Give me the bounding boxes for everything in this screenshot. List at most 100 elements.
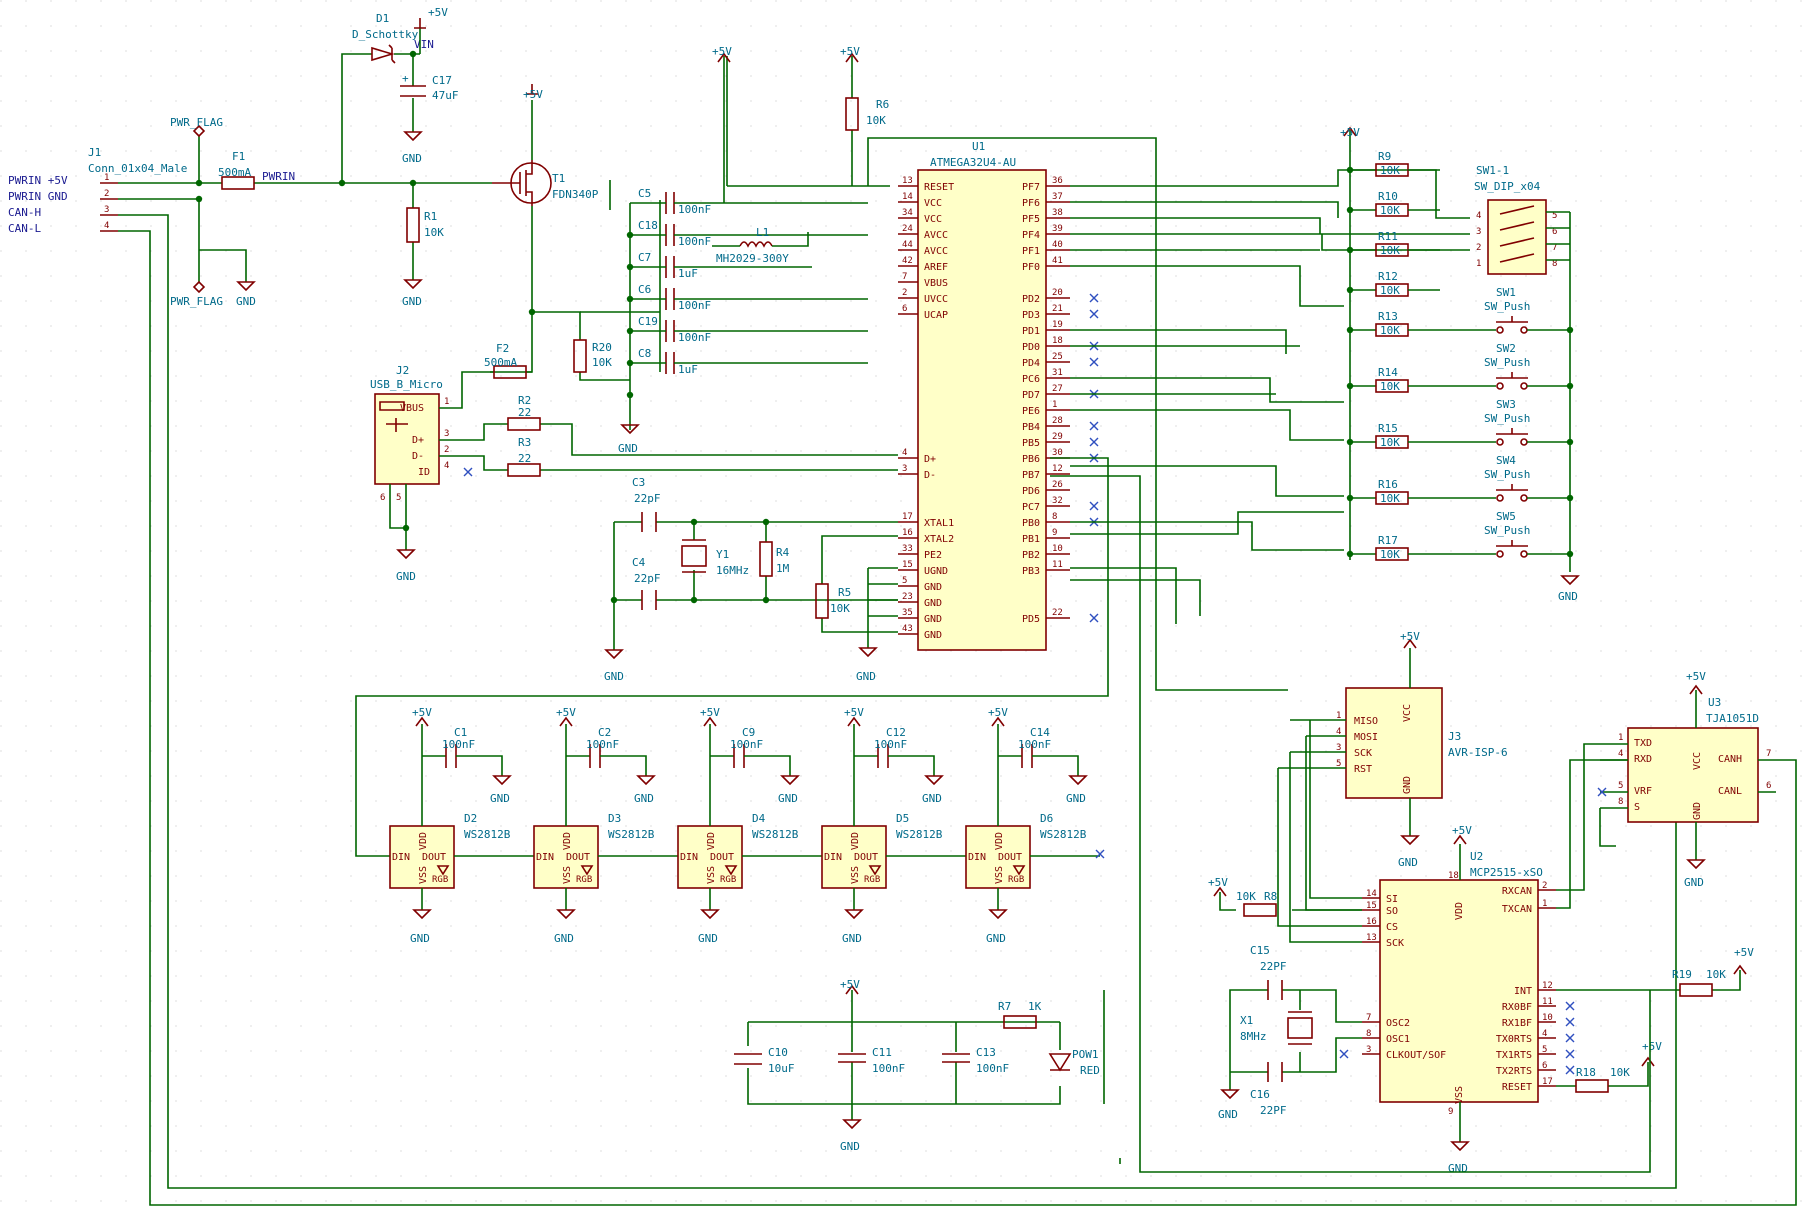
junction: [1346, 326, 1354, 334]
vbus-decoupling: R20 10K C5 100nF C18 100nF C7 1uF C6 100…: [490, 45, 1288, 691]
svg-text:CANH: CANH: [1718, 754, 1742, 765]
mcu-pin-num: 37: [1052, 192, 1063, 202]
mcu-pin-num: 3: [902, 464, 907, 474]
push-buttons: SW1SW_PushSW2SW_PushSW3SW_PushSW4SW_Push…: [1440, 286, 1574, 558]
c10-value: 10uF: [768, 1062, 795, 1075]
pullup-value: 10K: [1380, 324, 1400, 337]
vcc-isp: +5V: [1400, 630, 1420, 643]
pullup-ref: R11: [1378, 230, 1398, 243]
led-diode-icon: [436, 865, 450, 876]
f2-value: 500mA: [484, 356, 517, 369]
vcc-symbol: [559, 716, 573, 727]
mcu-pin-name: PC7: [1022, 502, 1040, 513]
u2-pin-name: TX0RTS: [1496, 1034, 1532, 1045]
mcu-pin-name: AREF: [924, 262, 948, 273]
u2-pin-name: TX1RTS: [1496, 1050, 1532, 1061]
mcu-pin-name: AVCC: [924, 246, 948, 257]
gnd-label: GND: [698, 932, 718, 945]
j1-net-2: PWRIN GND: [8, 190, 68, 203]
u2-vss-num: 9: [1448, 1107, 1453, 1117]
d1-value: D_Schottky: [352, 28, 419, 41]
mcu-pin-num: 12: [1052, 464, 1063, 474]
wire: [600, 755, 647, 776]
r19-value: 10K: [1706, 968, 1726, 981]
led-diode-icon: [868, 865, 882, 876]
u2-pin-num: 15: [1366, 901, 1377, 911]
u2-pin-num: 8: [1366, 1029, 1371, 1039]
led-cap-value: 100nF: [586, 738, 619, 751]
gnd-symbol: [556, 909, 576, 920]
pullup-ref: R17: [1378, 534, 1398, 547]
pullup-ref: R15: [1378, 422, 1398, 435]
pullup-ref: R16: [1378, 478, 1398, 491]
svg-text:GND: GND: [1402, 776, 1413, 794]
pullup-value: 10K: [1380, 548, 1400, 561]
mcu-pin-name: PB4: [1022, 422, 1040, 433]
c5-value: 100nF: [678, 203, 711, 216]
u2-pin-num: 6: [1542, 1061, 1547, 1071]
led-pin-vdd: VDD: [994, 832, 1005, 850]
no-connect-mark: [1089, 437, 1099, 447]
l1-value: MH2029-300Y: [716, 252, 789, 265]
r8-value: 10K: [1236, 890, 1256, 903]
junction: [1346, 382, 1354, 390]
u2-vdd: VDD: [1454, 902, 1465, 920]
led-pin-vss: VSS: [562, 866, 573, 884]
j1-ref: J1: [88, 146, 101, 159]
c17-ref: C17: [432, 74, 452, 87]
svg-text:6: 6: [1552, 227, 1557, 237]
u2-pin-name: OSC1: [1386, 1034, 1410, 1045]
mcu-pin-num: 28: [1052, 416, 1063, 426]
c13-value: 100nF: [976, 1062, 1009, 1075]
led-value: WS2812B: [896, 828, 943, 841]
mcu-pin-num: 35: [902, 608, 913, 618]
pwrin-label: PWRIN: [262, 170, 295, 183]
mcu-pin-name: PC6: [1022, 374, 1040, 385]
u2-pin-name: RXCAN: [1502, 886, 1532, 897]
u2-pin-num: 5: [1542, 1045, 1547, 1055]
j2-ref: J2: [396, 364, 409, 377]
vin-label: VIN: [414, 38, 434, 51]
c15-value: 22PF: [1260, 960, 1287, 973]
u2-pin-num: 17: [1542, 1077, 1553, 1087]
switch-value: SW_Push: [1484, 468, 1530, 481]
mcu-pin-name: PB3: [1022, 566, 1040, 577]
gnd-label: GND: [554, 932, 574, 945]
svg-text:GND: GND: [1692, 802, 1703, 820]
r2-ref: R2: [518, 394, 531, 407]
r2-value: 22: [518, 406, 531, 419]
no-connect-mark: [1565, 1049, 1575, 1059]
pullup-value: 10K: [1380, 164, 1400, 177]
j1-pin-3: 3: [104, 205, 109, 215]
c10-ref: C10: [768, 1046, 788, 1059]
f1-ref: F1: [232, 150, 245, 163]
switch-ref: SW4: [1496, 454, 1516, 467]
mcu-crystal: GND C3 22pF C4 22pF Y1 16MHz R4 1M R5 10…: [604, 476, 898, 683]
led-diode-icon: [1012, 865, 1026, 876]
led-pin-vss: VSS: [850, 866, 861, 884]
r5-value: 10K: [830, 602, 850, 615]
switch-value: SW_Push: [1484, 412, 1530, 425]
mcu-pin-num: 39: [1052, 224, 1063, 234]
mcu-pin-num: 23: [902, 592, 913, 602]
led-pin-vdd: VDD: [418, 832, 429, 850]
u2-pin-num: 7: [1366, 1013, 1371, 1023]
gnd-label: GND: [410, 932, 430, 945]
c11-value: 100nF: [872, 1062, 905, 1075]
led-cap-value: 100nF: [730, 738, 763, 751]
mcu-pin-name: PD0: [1022, 342, 1040, 353]
u2-pin-num: 14: [1366, 889, 1377, 899]
switch-ref: SW5: [1496, 510, 1516, 523]
c5-ref: C5: [638, 187, 651, 200]
vcc-r18: +5V: [1642, 1040, 1662, 1053]
u2-pin-num: 16: [1366, 917, 1377, 927]
led-cap-ref: C9: [742, 726, 755, 739]
gnd-u2: GND: [1448, 1162, 1468, 1175]
junction: [1346, 494, 1354, 502]
pullup-value: 10K: [1380, 436, 1400, 449]
mcu-pin-name: PE6: [1022, 406, 1040, 417]
gnd-usb: GND: [396, 570, 416, 583]
vcc-label: +5V: [988, 706, 1008, 719]
led-pin-vss: VSS: [706, 866, 717, 884]
led-cap-value: 100nF: [874, 738, 907, 751]
